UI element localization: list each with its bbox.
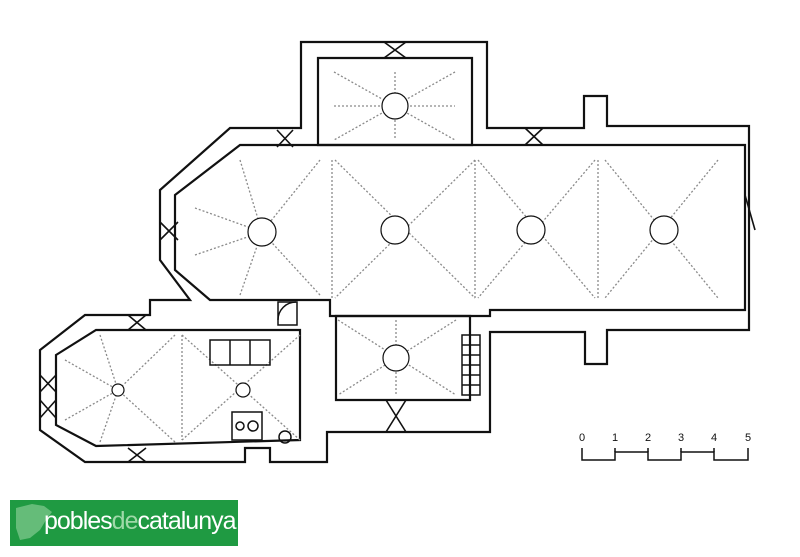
- interior-details: [209, 301, 481, 444]
- logo-word-catalunya: catalunya: [137, 507, 236, 535]
- scale-label-3: 3: [677, 432, 685, 444]
- logo-word-de: de: [111, 507, 139, 535]
- buttress-marks: [39, 41, 756, 463]
- scale-label-0: 0: [578, 432, 586, 444]
- scale-label-5: 5: [744, 432, 752, 444]
- scale-label-4: 4: [710, 432, 718, 444]
- scale-label-1: 1: [611, 432, 619, 444]
- scale-label-2: 2: [644, 432, 652, 444]
- scale-bar: [581, 448, 749, 461]
- outer-walls: [38, 40, 751, 464]
- keystones: [111, 92, 679, 398]
- vault-ribs: [64, 71, 719, 443]
- logo-word-pobles: pobles: [44, 507, 113, 535]
- catalonia-map-icon: [16, 504, 52, 540]
- pobles-de-catalunya-logo[interactable]: poblesdecatalunya: [10, 500, 238, 546]
- logo-text: poblesdecatalunya: [44, 507, 237, 536]
